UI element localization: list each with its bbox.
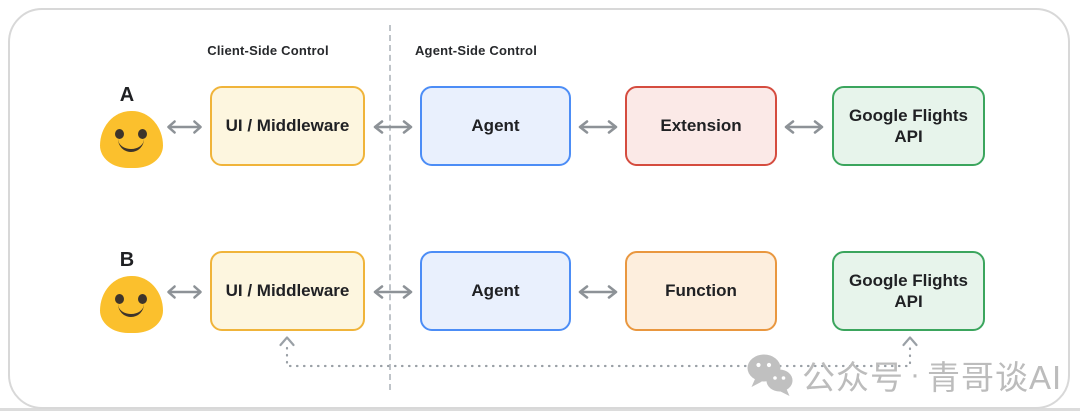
node-label: UI / Middleware: [225, 116, 350, 136]
emoji-eye: [115, 129, 124, 139]
arrow-user-ui-a: [163, 118, 206, 136]
node-label: Google Flights API: [849, 105, 968, 146]
section-label-client-side: Client-Side Control: [207, 43, 329, 58]
emoji-eye: [115, 294, 124, 304]
node-label: Agent: [471, 281, 520, 301]
node-ui-middleware-b: UI / Middleware: [210, 251, 365, 331]
watermark-account: 青哥谈AI: [927, 359, 1063, 396]
emoji-smile: [118, 139, 144, 152]
node-agent-b: Agent: [420, 251, 571, 331]
node-label: Function: [665, 281, 737, 301]
diagram-card: [8, 8, 1070, 409]
wechat-icon: [747, 354, 793, 396]
actor-label-a: A: [119, 84, 135, 106]
node-function: Function: [625, 251, 777, 331]
user-emoji-a: [100, 111, 163, 168]
node-label: UI / Middleware: [225, 281, 350, 301]
watermark: 公众号 · 青哥谈AI: [746, 351, 1062, 399]
arrow-agent-extension: [574, 118, 622, 136]
section-label-agent-side: Agent-Side Control: [414, 43, 538, 58]
node-label: Agent: [471, 116, 520, 136]
arrow-agent-function: [574, 283, 622, 301]
arrow-ui-agent-b: [369, 283, 417, 301]
node-label: Extension: [660, 116, 742, 136]
node-ui-middleware-a: UI / Middleware: [210, 86, 365, 166]
arrow-ui-agent-a: [369, 118, 417, 136]
arrow-extension-api: [780, 118, 828, 136]
watermark-separator: ·: [910, 358, 921, 391]
emoji-eye: [138, 129, 147, 139]
actor-label-b: B: [119, 249, 135, 271]
user-emoji-b: [100, 276, 163, 333]
control-boundary-divider: [389, 25, 391, 390]
watermark-platform: 公众号: [802, 359, 904, 396]
arrow-user-ui-b: [163, 283, 206, 301]
node-label: Google Flights API: [849, 270, 968, 311]
screenshot-bottom-edge: [0, 408, 1080, 411]
node-agent-a: Agent: [420, 86, 571, 166]
node-extension: Extension: [625, 86, 777, 166]
node-google-flights-api-a: Google Flights API: [832, 86, 985, 166]
node-google-flights-api-b: Google Flights API: [832, 251, 985, 331]
emoji-eye: [138, 294, 147, 304]
emoji-smile: [118, 304, 144, 317]
